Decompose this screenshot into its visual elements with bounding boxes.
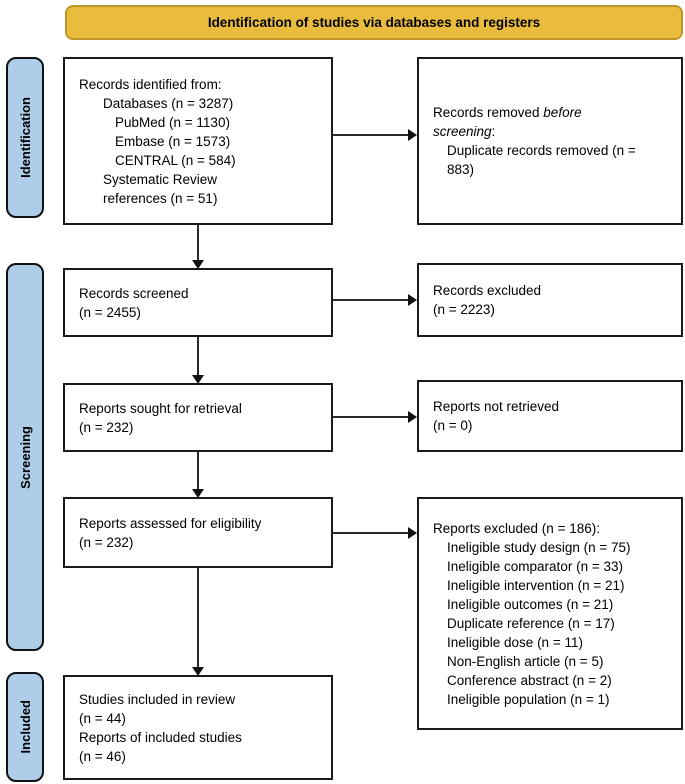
arrow-identified-to-screened — [192, 225, 204, 269]
flow-box-reports-assessed: Reports assessed for eligibility (n = 232… — [63, 497, 333, 568]
box-line: 883) — [447, 162, 475, 177]
flow-box-reports-sought: Reports sought for retrieval (n = 232) — [63, 383, 333, 452]
box-line: Ineligible comparator (n = 33) — [447, 558, 623, 574]
box-line: Duplicate records removed (n = — [447, 143, 636, 158]
stage-included-label: Included — [17, 700, 33, 754]
flow-box-records-screened: Records screened (n = 2455) — [63, 268, 333, 337]
stage-included: Included — [6, 672, 44, 782]
stage-screening: Screening — [6, 263, 44, 651]
box-line: Embase (n = 1573) — [115, 133, 231, 149]
arrowhead-right-icon — [408, 129, 417, 141]
flow-box-studies-included: Studies included in review (n = 44) Report… — [63, 675, 333, 780]
box-line: (n = 44) — [79, 710, 126, 726]
box-line: Reports sought for retrieval — [79, 400, 242, 416]
arrowhead-down-icon — [192, 375, 204, 384]
box-line: (n = 2223) — [433, 302, 495, 317]
stage-identification: Identification — [6, 57, 44, 218]
box-line: references (n = 51) — [103, 190, 218, 206]
arrowhead-down-icon — [192, 667, 204, 676]
box-line: Records identified from: — [79, 76, 222, 92]
box-line: Ineligible population (n = 1) — [447, 691, 610, 707]
box-line: Ineligible intervention (n = 21) — [447, 577, 625, 593]
box-line: screening: — [433, 124, 496, 139]
box-line: (n = 0) — [433, 418, 473, 433]
flow-box-reports-not-retrieved: Reports not retrieved (n = 0) — [417, 380, 683, 452]
arrow-screened-to-excluded — [333, 294, 417, 306]
box-line: Ineligible dose (n = 11) — [447, 634, 583, 650]
box-line: Systematic Review — [103, 171, 218, 187]
arrow-screened-to-sought — [192, 337, 204, 384]
box-line: Non-English article (n = 5) — [447, 653, 604, 669]
stage-identification-label: Identification — [17, 97, 33, 178]
box-line: CENTRAL (n = 584) — [115, 152, 236, 168]
box-line: Conference abstract (n = 2) — [447, 672, 612, 688]
header-title: Identification of studies via databases … — [207, 15, 541, 30]
box-line: Reports excluded (n = 186): — [433, 520, 600, 536]
box-line: Reports of included studies — [79, 729, 242, 745]
arrow-sought-to-not-retrieved — [333, 411, 417, 423]
box-line: Databases (n = 3287) — [103, 95, 234, 111]
box-line: Reports not retrieved — [433, 399, 560, 414]
box-line: PubMed (n = 1130) — [115, 114, 230, 130]
arrowhead-right-icon — [408, 527, 417, 539]
box-line: Studies included in review — [79, 691, 236, 707]
box-line: Reports assessed for eligibility — [79, 515, 262, 531]
arrow-assessed-to-included — [192, 568, 204, 676]
box-line: (n = 2455) — [79, 304, 141, 320]
box-line: (n = 232) — [79, 534, 134, 550]
flow-box-reports-excluded: Reports excluded (n = 186): Ineligible st… — [417, 497, 683, 730]
arrowhead-right-icon — [408, 411, 417, 423]
arrow-assessed-to-reports-excluded — [333, 527, 417, 539]
arrow-identified-to-removed — [333, 129, 417, 141]
box-line: Records removed before — [433, 105, 582, 120]
box-line: (n = 46) — [79, 748, 126, 764]
box-line: Duplicate reference (n = 17) — [447, 615, 615, 631]
box-line: Records screened — [79, 285, 189, 301]
box-line: Ineligible outcomes (n = 21) — [447, 596, 614, 612]
box-line: Records excluded — [433, 283, 542, 298]
arrowhead-right-icon — [408, 294, 417, 306]
header-banner: Identification of studies via databases … — [65, 5, 683, 40]
flow-box-records-identified: Records identified from: Databases (n = 3… — [63, 57, 333, 225]
box-line: Ineligible study design (n = 75) — [447, 539, 631, 555]
arrow-sought-to-assessed — [192, 452, 204, 498]
box-line: (n = 232) — [79, 419, 134, 435]
stage-screening-label: Screening — [17, 425, 33, 489]
flow-box-records-removed: Records removed before screening: Duplicat… — [417, 57, 683, 225]
arrowhead-down-icon — [192, 260, 204, 269]
arrowhead-down-icon — [192, 489, 204, 498]
flow-box-records-excluded: Records excluded (n = 2223) — [417, 263, 683, 337]
